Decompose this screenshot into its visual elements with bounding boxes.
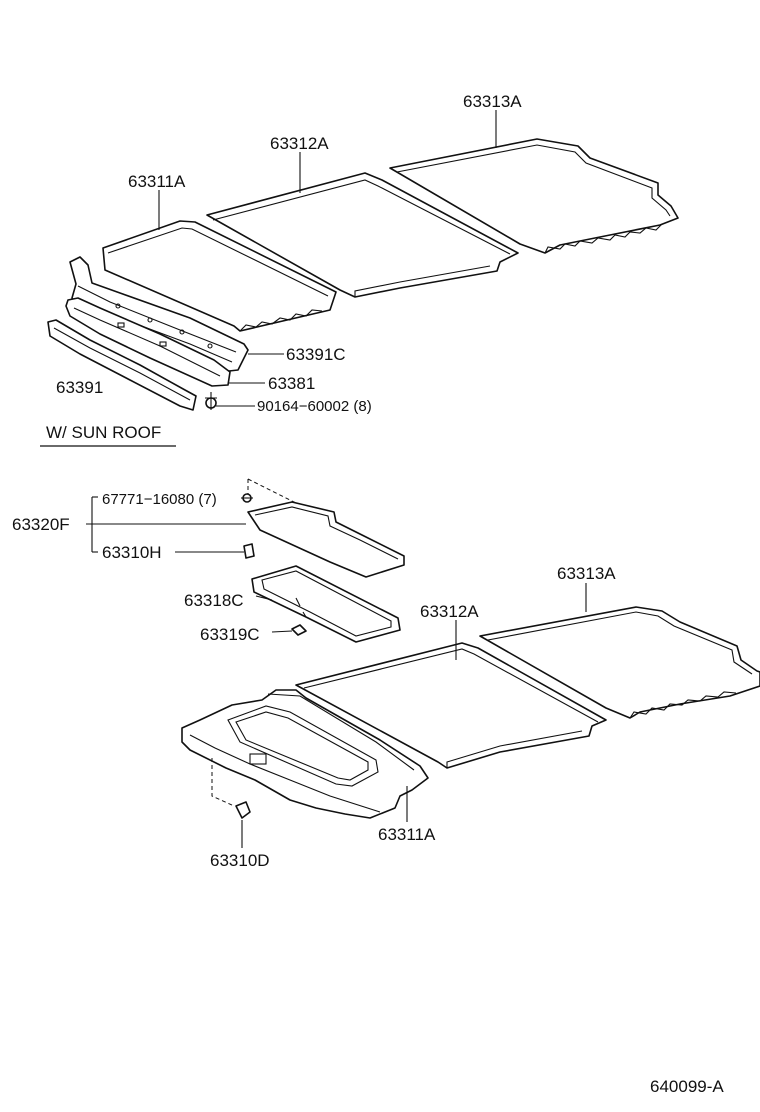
label-67771: 67771−16080 (7) [102,491,217,508]
label-63319C: 63319C [200,625,260,644]
part-63311A-bottom [181,689,429,819]
part-90164-clip [205,392,217,410]
label-63313A-bottom: 63313A [557,564,616,583]
diagram-id: 640099-A [650,1077,724,1096]
label-63311A-bottom: 63311A [378,825,436,844]
label-63381: 63381 [268,374,315,393]
part-63312A-top [206,172,519,298]
part-63313A-bottom [479,606,760,719]
section-note: W/ SUN ROOF [46,423,161,442]
label-63311A-top: 63311A [128,172,186,191]
label-63320F: 63320F [12,515,70,534]
callout-bracket-63320F [86,496,246,553]
part-63381 [65,297,231,387]
leader-63319C [271,630,293,633]
part-63310D-clip [235,801,251,819]
leader-63318C [255,595,273,601]
dashed-guide-67771 [247,478,297,504]
part-63311A-top [102,220,337,332]
part-67771-clip [241,493,253,503]
dashed-guide-63310D [211,758,235,807]
label-63391C: 63391C [286,345,346,364]
part-63320F [247,501,405,578]
part-63313A-top [389,138,679,254]
part-63310H-clip [243,543,255,559]
label-63310D: 63310D [210,851,270,870]
label-63312A-bottom: 63312A [420,602,479,621]
label-63318C: 63318C [184,591,244,610]
part-63319C [291,624,307,636]
part-63391 [47,319,197,411]
label-63313A-top: 63313A [463,92,522,111]
label-63312A-top: 63312A [270,134,329,153]
part-63318C [251,565,401,643]
part-63312A-bottom [295,642,607,769]
label-63310H: 63310H [102,543,162,562]
label-90164: 90164−60002 (8) [257,398,372,415]
label-63391: 63391 [56,378,103,397]
